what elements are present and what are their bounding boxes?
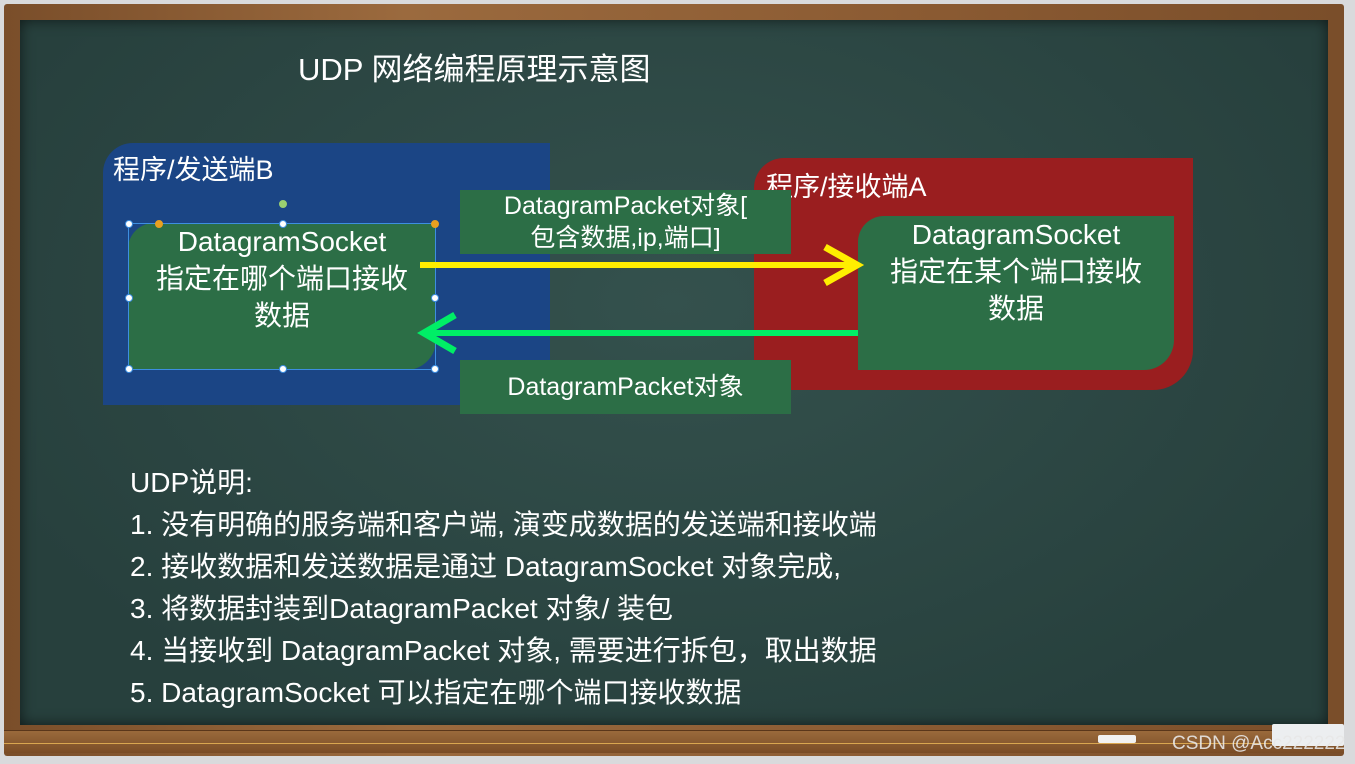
- socket-line: 数据: [253, 300, 310, 331]
- receiver-label: 程序/接收端A: [766, 172, 927, 202]
- sender-label: 程序/发送端B: [113, 155, 274, 185]
- socket-line: DatagramSocket: [177, 226, 387, 257]
- socket-line: 指定在哪个端口接收: [155, 263, 408, 294]
- receiver-socket-box: DatagramSocket 指定在某个端口接收 数据: [858, 216, 1174, 370]
- note-item: 4. 当接收到 DatagramPacket 对象, 需要进行拆包，取出数据: [130, 635, 877, 666]
- packet-label-top: DatagramPacket对象[ 包含数据,ip,端口]: [460, 190, 791, 254]
- note-item: 5. DatagramSocket 可以指定在哪个端口接收数据: [130, 677, 742, 708]
- selection-outline: [125, 200, 439, 373]
- socket-line: DatagramSocket: [911, 219, 1121, 250]
- return-arrow: [417, 311, 858, 355]
- socket-line: 数据: [987, 293, 1044, 324]
- resize-handle[interactable]: [125, 365, 133, 373]
- note-item: 2. 接收数据和发送数据是通过 DatagramSocket 对象完成,: [130, 551, 842, 582]
- chalkboard-ledge: [4, 730, 1344, 753]
- diagram-title: UDP 网络编程原理示意图: [298, 52, 651, 87]
- adjust-handle[interactable]: [431, 220, 439, 228]
- udp-notes: UDP说明: 1. 没有明确的服务端和客户端, 演变成数据的发送端和接收端 2.…: [130, 462, 877, 714]
- chalk-icon: [1098, 735, 1136, 743]
- rotate-handle[interactable]: [279, 200, 287, 208]
- note-item: 1. 没有明确的服务端和客户端, 演变成数据的发送端和接收端: [130, 509, 877, 540]
- notes-heading: UDP说明:: [130, 467, 253, 498]
- ledge-trim: [4, 743, 1344, 744]
- send-arrow: [420, 243, 865, 287]
- sender-socket-box[interactable]: DatagramSocket 指定在哪个端口接收 数据: [128, 223, 436, 370]
- resize-handle[interactable]: [279, 220, 287, 228]
- packet-line: DatagramPacket对象[: [503, 192, 748, 220]
- watermark: CSDN @Acc222222: [1172, 733, 1346, 754]
- note-item: 3. 将数据封装到DatagramPacket 对象/ 装包: [130, 593, 674, 624]
- socket-line: 指定在某个端口接收: [889, 256, 1142, 287]
- packet-label-bottom: DatagramPacket对象: [460, 360, 791, 414]
- resize-handle[interactable]: [431, 365, 439, 373]
- resize-handle[interactable]: [279, 365, 287, 373]
- resize-handle[interactable]: [431, 294, 439, 302]
- packet-line: 包含数据,ip,端口]: [530, 224, 721, 252]
- resize-handle[interactable]: [125, 220, 133, 228]
- resize-handle[interactable]: [125, 294, 133, 302]
- eraser-icon: [1272, 724, 1344, 746]
- adjust-handle[interactable]: [155, 220, 163, 228]
